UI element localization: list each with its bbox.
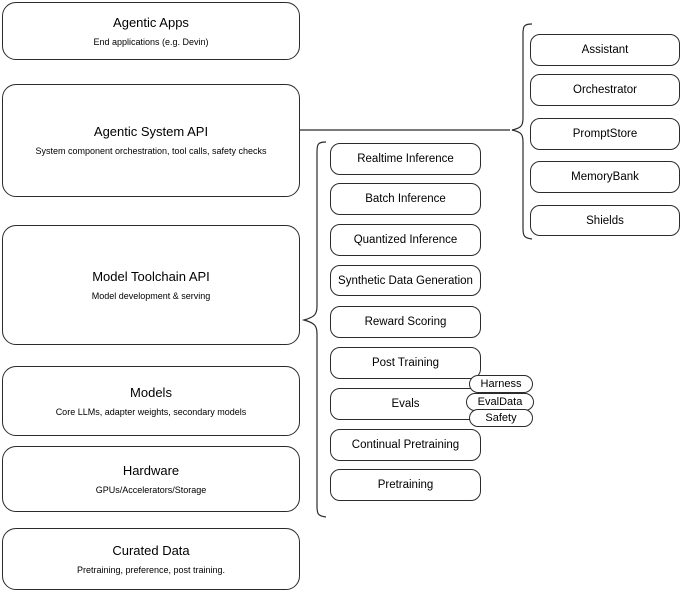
component-post-training[interactable]: Post Training xyxy=(330,347,481,379)
component-label: Reward Scoring xyxy=(364,316,447,328)
layer-subtitle: GPUs/Accelerators/Storage xyxy=(95,484,207,495)
layer-subtitle: End applications (e.g. Devin) xyxy=(93,36,209,47)
eval-subcomponent-label: Safety xyxy=(485,411,517,424)
component-label: Realtime Inference xyxy=(357,153,454,165)
layer-subtitle: Core LLMs, adapter weights, secondary mo… xyxy=(55,406,247,417)
eval-subcomponent-safety[interactable]: Safety xyxy=(469,409,533,427)
component-label: Evals xyxy=(391,398,420,410)
component-shields[interactable]: Shields xyxy=(530,205,680,236)
component-label: Quantized Inference xyxy=(353,234,458,246)
component-label: Orchestrator xyxy=(573,84,637,96)
component-pretraining[interactable]: Pretraining xyxy=(330,469,481,501)
layer-title: Model Toolchain API xyxy=(92,268,210,284)
component-evals[interactable]: Evals xyxy=(330,388,481,420)
layer-title: Agentic Apps xyxy=(113,14,189,30)
component-label: Shields xyxy=(586,214,624,227)
component-label: Assistant xyxy=(581,44,629,56)
eval-subcomponent-label: EvalData xyxy=(477,395,523,408)
layer-subtitle: Model development & serving xyxy=(91,290,211,301)
component-label: Batch Inference xyxy=(365,193,446,205)
component-synthetic-data-generation[interactable]: Synthetic Data Generation xyxy=(330,265,481,296)
component-promptstore[interactable]: PromptStore xyxy=(530,118,680,150)
component-quantized-inference[interactable]: Quantized Inference xyxy=(330,224,481,256)
layer-models[interactable]: Models Core LLMs, adapter weights, secon… xyxy=(2,366,300,436)
layer-subtitle: Pretraining, preference, post training. xyxy=(76,564,226,575)
component-reward-scoring[interactable]: Reward Scoring xyxy=(330,306,481,338)
component-continual-pretraining[interactable]: Continual Pretraining xyxy=(330,429,481,461)
eval-subcomponent-harness[interactable]: Harness xyxy=(469,375,533,393)
component-assistant[interactable]: Assistant xyxy=(530,34,680,66)
component-realtime-inference[interactable]: Realtime Inference xyxy=(330,143,481,175)
component-label: Synthetic Data Generation xyxy=(338,274,473,287)
component-label: Post Training xyxy=(371,357,440,369)
layer-title: Agentic System API xyxy=(93,124,209,139)
layer-title: Hardware xyxy=(122,462,180,478)
component-orchestrator[interactable]: Orchestrator xyxy=(530,74,680,106)
eval-subcomponent-label: Harness xyxy=(480,377,522,390)
layer-agentic-apps[interactable]: Agentic Apps End applications (e.g. Devi… xyxy=(2,2,300,60)
component-label: PromptStore xyxy=(572,128,638,140)
component-label: MemoryBank xyxy=(571,171,639,183)
layer-hardware[interactable]: Hardware GPUs/Accelerators/Storage xyxy=(2,446,300,512)
component-memorybank[interactable]: MemoryBank xyxy=(530,161,680,193)
layer-curated-data[interactable]: Curated Data Pretraining, preference, po… xyxy=(2,528,300,590)
layer-model-toolchain-api[interactable]: Model Toolchain API Model development & … xyxy=(2,225,300,345)
component-batch-inference[interactable]: Batch Inference xyxy=(330,183,481,215)
component-label: Pretraining xyxy=(377,479,434,491)
layer-agentic-system-api[interactable]: Agentic System API System component orch… xyxy=(2,84,300,197)
layer-subtitle: System component orchestration, tool cal… xyxy=(35,146,267,156)
layer-title: Models xyxy=(130,384,172,400)
model-toolchain-brace xyxy=(301,141,327,518)
layer-title: Curated Data xyxy=(112,542,190,558)
component-label: Continual Pretraining xyxy=(351,439,460,451)
